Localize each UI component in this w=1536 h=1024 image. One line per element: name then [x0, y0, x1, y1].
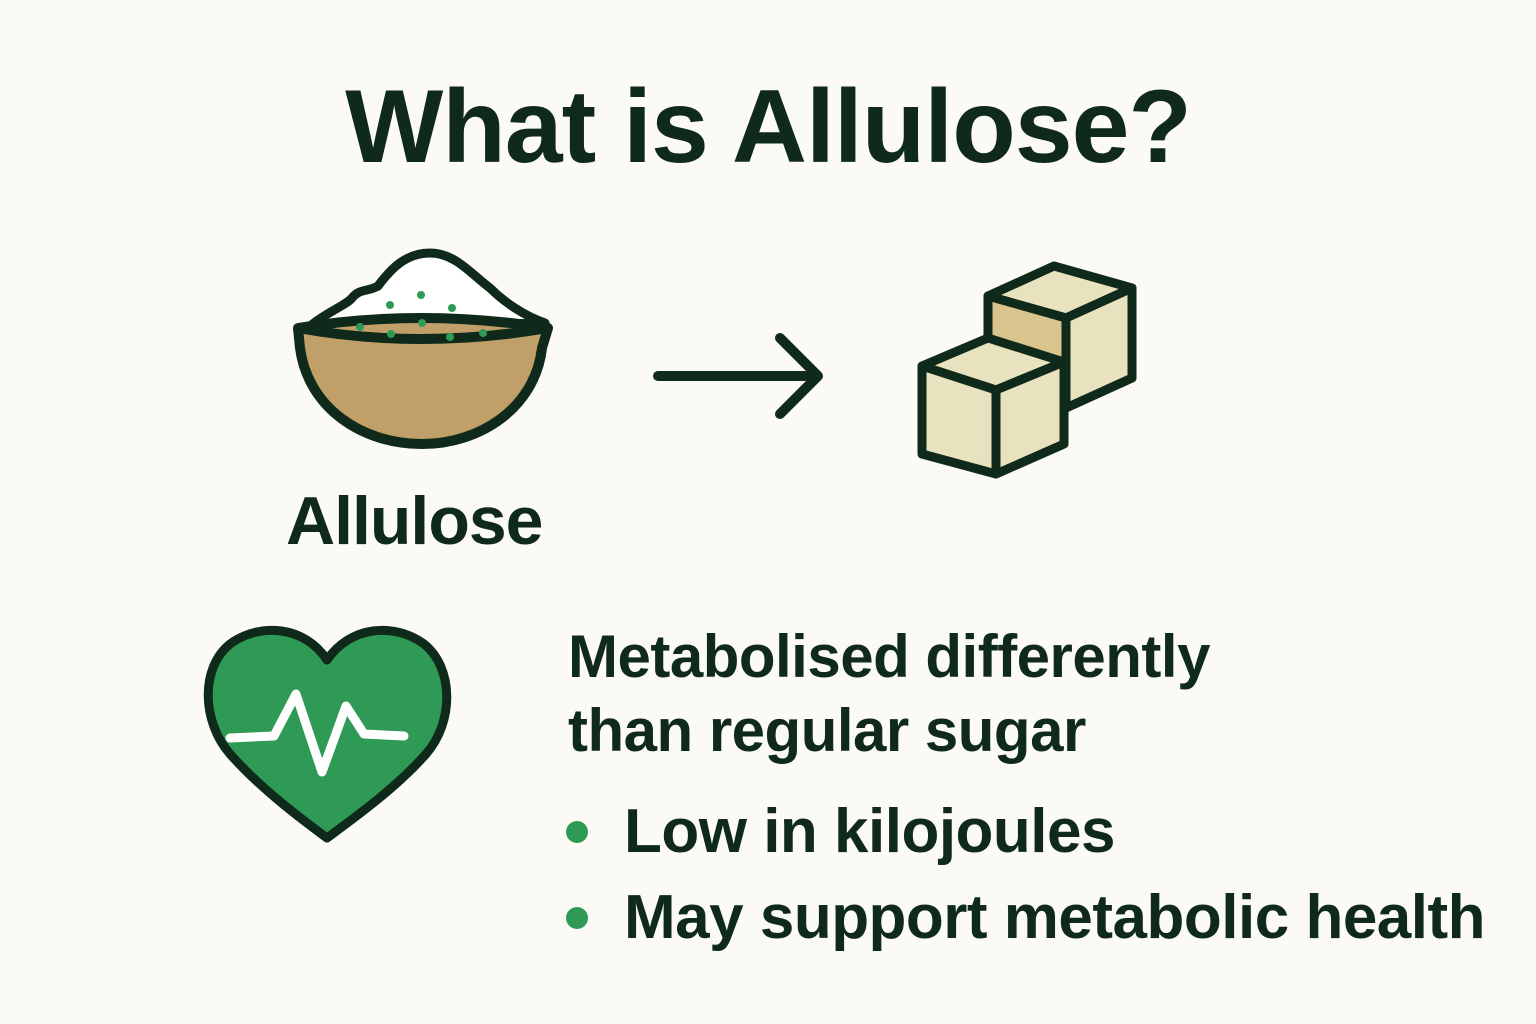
sugar-cubes-icon — [917, 261, 1137, 479]
bullet-text: May support metabolic health — [624, 883, 1486, 952]
bullet-dot-icon — [566, 820, 588, 843]
bullet-item: May support metabolic health — [566, 882, 1486, 953]
page-title: What is Allulose? — [345, 69, 1192, 185]
heart-pulse-icon — [203, 625, 452, 843]
allulose-label: Allulose — [286, 483, 543, 559]
bullet-dot-icon — [566, 906, 588, 929]
arrow-right-icon — [653, 333, 823, 419]
bullet-item: Low in kilojoules — [566, 796, 1115, 867]
description: Metabolised differently than regular sug… — [568, 620, 1210, 768]
bowl-of-powder-icon — [293, 248, 553, 449]
bullet-text: Low in kilojoules — [624, 797, 1115, 866]
description-line: Metabolised differently — [568, 623, 1210, 690]
description-line: than regular sugar — [568, 697, 1086, 764]
